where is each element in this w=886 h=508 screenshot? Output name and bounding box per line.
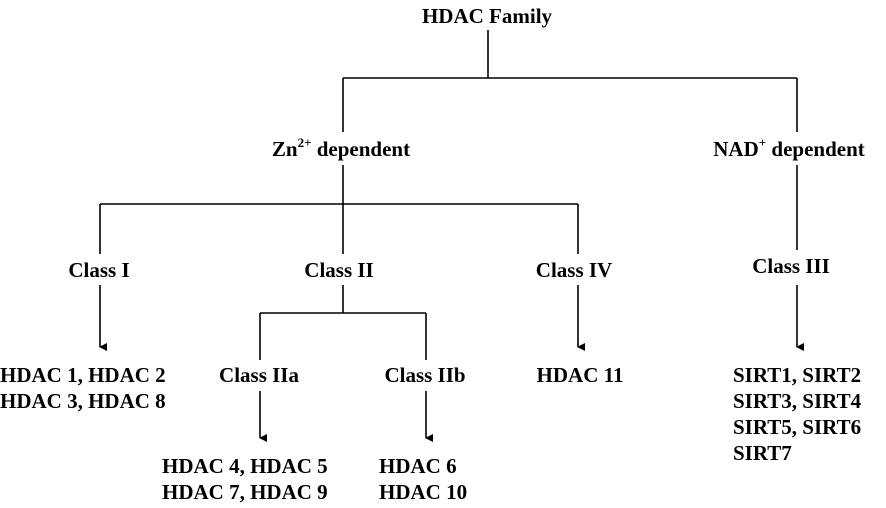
class-iii-label: Class III [752, 254, 830, 278]
class-i-members: HDAC 1, HDAC 2 HDAC 3, HDAC 8 [0, 362, 166, 414]
class-ii-label: Class II [304, 258, 374, 282]
member-line: SIRT7 [733, 441, 792, 465]
member-line: SIRT3, SIRT4 [733, 389, 862, 413]
member-line: HDAC 11 [536, 363, 624, 387]
member-line: HDAC 10 [379, 480, 468, 504]
member-line: HDAC 4, HDAC 5 [162, 454, 328, 478]
class-iib-label: Class IIb [384, 363, 466, 387]
member-line: HDAC 3, HDAC 8 [0, 389, 166, 413]
member-line: SIRT5, SIRT6 [733, 415, 862, 439]
member-line: HDAC 7, HDAC 9 [162, 480, 328, 504]
class-iia-members: HDAC 4, HDAC 5 HDAC 7, HDAC 9 [162, 453, 328, 505]
class-iv-members: HDAC 11 [537, 362, 624, 388]
class-i-label: Class I [68, 258, 130, 282]
zn-dependent-label: Zn2+ dependent [271, 135, 411, 161]
member-line: SIRT1, SIRT2 [733, 363, 862, 387]
root-label: HDAC Family [421, 4, 553, 28]
nad-dependent-label: NAD+ dependent [713, 135, 865, 161]
member-line: HDAC 6 [379, 454, 457, 478]
class-iv-label: Class IV [535, 258, 613, 282]
class-iib-members: HDAC 6 HDAC 10 [379, 453, 467, 505]
class-iii-members: SIRT1, SIRT2 SIRT3, SIRT4 SIRT5, SIRT6 S… [733, 362, 861, 466]
member-line: HDAC 1, HDAC 2 [0, 363, 166, 387]
class-iia-label: Class IIa [219, 363, 299, 387]
